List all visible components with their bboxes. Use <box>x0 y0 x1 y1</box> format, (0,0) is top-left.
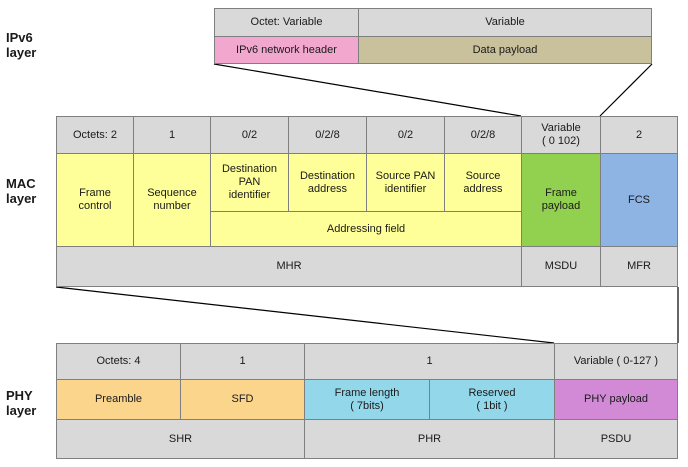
mac-source-address: Source address <box>444 153 522 212</box>
mac-header-cell-2: 0/2 <box>210 116 289 154</box>
mac-header-cell-6: Variable ( 0 102) <box>521 116 601 154</box>
ipv6-layer-label: IPv6 layer <box>6 30 36 60</box>
mac-footer-mfr: MFR <box>600 246 678 287</box>
phy-header-cell-2: 1 <box>304 343 555 380</box>
phy-reserved: Reserved ( 1bit ) <box>429 379 555 420</box>
mac-header-cell-7: 2 <box>600 116 678 154</box>
ipv6-layer-label-line1: IPv6 <box>6 30 33 45</box>
phy-header-cell-3: Variable ( 0-127 ) <box>554 343 678 380</box>
mac-layer-label-line2: layer <box>6 191 37 206</box>
phy-preamble: Preamble <box>56 379 181 420</box>
ipv6-header-cell-0: Octet: Variable <box>214 8 359 37</box>
phy-footer-shr: SHR <box>56 419 305 459</box>
phy-layer-label-line2: layer <box>6 403 37 418</box>
connector-ipv6-left <box>213 63 522 117</box>
mac-addressing-field: Addressing field <box>210 211 522 247</box>
mac-header-cell-0: Octets: 2 <box>56 116 134 154</box>
phy-header-cell-0: Octets: 4 <box>56 343 181 380</box>
mac-source-pan-identifier: Source PAN identifier <box>366 153 445 212</box>
ipv6-layer-label-line2: layer <box>6 45 37 60</box>
mac-header-cell-1: 1 <box>133 116 211 154</box>
phy-header-cell-1: 1 <box>180 343 305 380</box>
phy-payload: PHY payload <box>554 379 678 420</box>
phy-layer-label-line1: PHY <box>6 388 33 403</box>
mac-layer-label: MAC layer <box>6 176 36 206</box>
phy-layer-label: PHY layer <box>6 388 36 418</box>
phy-frame-length: Frame length ( 7bits) <box>304 379 430 420</box>
ipv6-network-header: IPv6 network header <box>214 36 359 64</box>
ipv6-data-payload: Data payload <box>358 36 652 64</box>
mac-frame-control: Frame control <box>56 153 134 247</box>
phy-footer-psdu: PSDU <box>554 419 678 459</box>
mac-destination-pan-identifier: Destination PAN identifier <box>210 153 289 212</box>
mac-fcs: FCS <box>600 153 678 247</box>
connector-mac-left <box>55 286 555 344</box>
mac-frame-payload: Frame payload <box>521 153 601 247</box>
mac-footer-mhr: MHR <box>56 246 522 287</box>
mac-header-cell-3: 0/2/8 <box>288 116 367 154</box>
phy-footer-phr: PHR <box>304 419 555 459</box>
mac-sequence-number: Sequence number <box>133 153 211 247</box>
mac-footer-msdu: MSDU <box>521 246 601 287</box>
ipv6-header-cell-1: Variable <box>358 8 652 37</box>
mac-layer-label-line1: MAC <box>6 176 36 191</box>
phy-sfd: SFD <box>180 379 305 420</box>
mac-header-cell-4: 0/2 <box>366 116 445 154</box>
connector-ipv6-right <box>599 63 653 117</box>
mac-header-cell-5: 0/2/8 <box>444 116 522 154</box>
mac-destination-address: Destination address <box>288 153 367 212</box>
